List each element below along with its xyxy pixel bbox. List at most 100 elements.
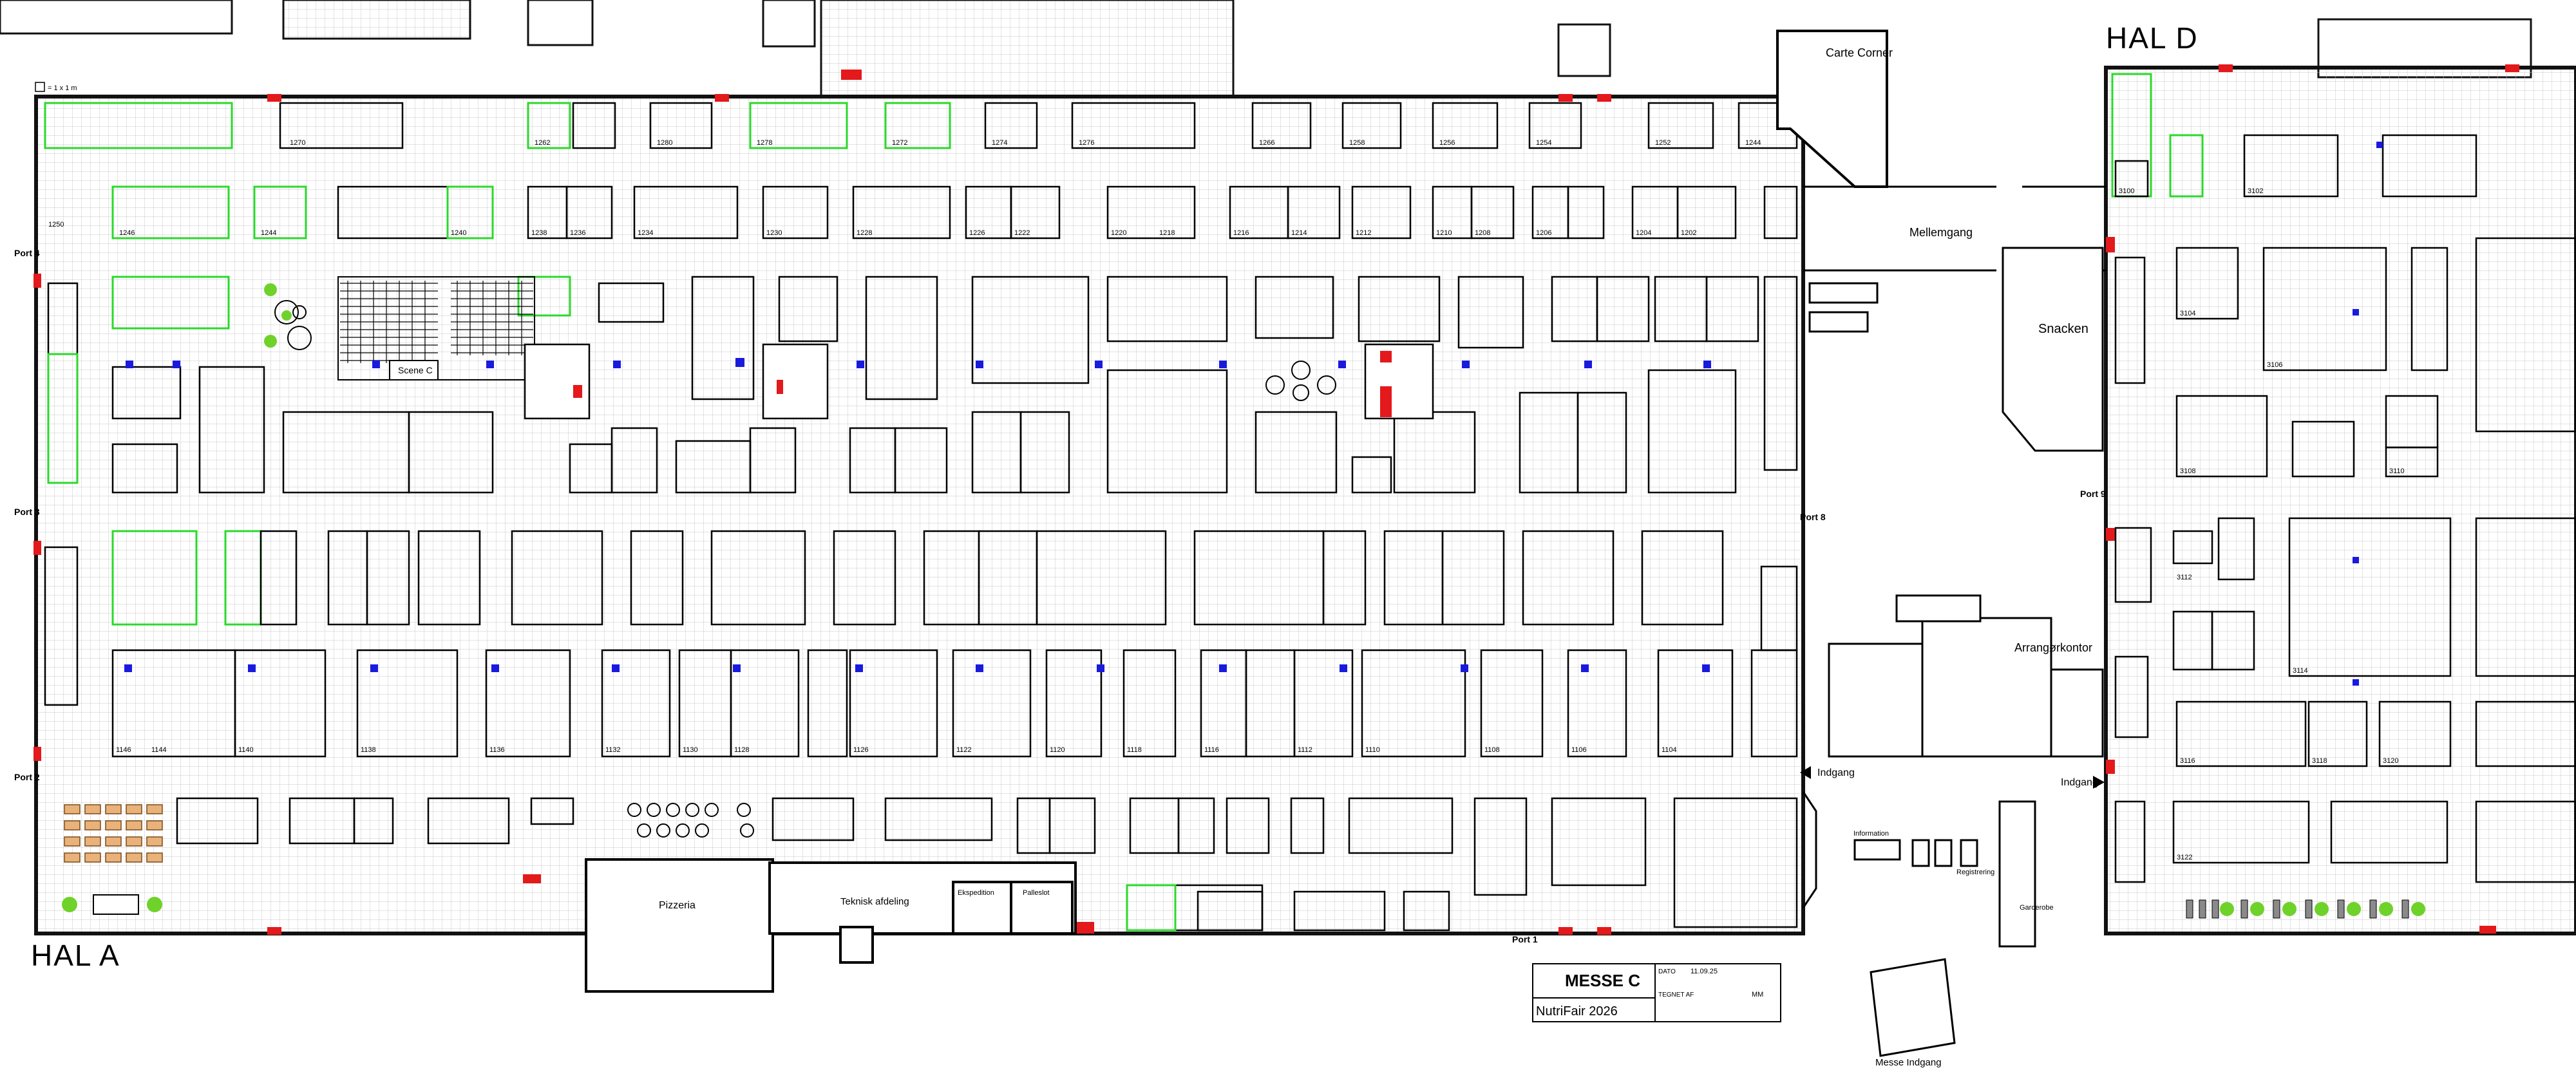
ekspedition-label: Ekspedition bbox=[958, 889, 994, 897]
port-2-label: Port 2 bbox=[14, 772, 40, 782]
booth-row-6 bbox=[176, 797, 1798, 932]
booth-number: 1120 bbox=[1050, 746, 1065, 754]
date-value: 11.09.25 bbox=[1690, 968, 1718, 975]
mellemgang-label: Mellemgang bbox=[1909, 226, 1973, 239]
booth-row-top bbox=[44, 102, 1798, 149]
booth-number: 1106 bbox=[1571, 746, 1587, 754]
booth-number: 3106 bbox=[2267, 361, 2282, 369]
booth-number: 1202 bbox=[1681, 229, 1696, 237]
booth-number: 1274 bbox=[992, 139, 1007, 147]
scale-legend-label: = 1 x 1 m bbox=[48, 84, 77, 92]
booth-row-4 bbox=[44, 530, 1798, 706]
information-label: Information bbox=[1853, 830, 1889, 838]
booth-number: 3102 bbox=[2248, 187, 2263, 195]
booth-number: 1272 bbox=[892, 139, 907, 147]
booth-number-labels: 1250 1270 1262 1280 1278 1272 1274 1276 … bbox=[48, 139, 2405, 861]
arrangorkontor-label: Arrangørkontor bbox=[2014, 641, 2092, 654]
booth-number: 1258 bbox=[1349, 139, 1365, 147]
booth-row-3 bbox=[47, 276, 1798, 494]
booth-number: 1140 bbox=[238, 746, 254, 754]
port-1-label: Port 1 bbox=[1512, 934, 1538, 944]
booth-number: 1118 bbox=[1127, 746, 1142, 754]
scene-area: Scene C bbox=[337, 276, 535, 380]
booth-number: 3122 bbox=[2177, 854, 2192, 861]
pizzeria-label: Pizzeria bbox=[659, 900, 696, 911]
booth-number: 1104 bbox=[1662, 746, 1677, 754]
snacken-label: Snacken bbox=[2038, 322, 2088, 336]
booth-number: 1254 bbox=[1536, 139, 1551, 147]
booth-row-2 bbox=[111, 185, 1798, 239]
booth-number: 1278 bbox=[757, 139, 772, 147]
carte-corner-label: Carte Corner bbox=[1826, 46, 1893, 59]
indgang-right-arrow bbox=[2093, 776, 2105, 789]
booth-number: 1110 bbox=[1365, 746, 1380, 754]
booth-number: 1276 bbox=[1079, 139, 1094, 147]
booth-number: 1222 bbox=[1014, 229, 1030, 237]
booth-number: 3118 bbox=[2312, 757, 2327, 765]
booth-number: 1280 bbox=[657, 139, 672, 147]
booth-number: 1132 bbox=[605, 746, 621, 754]
plants bbox=[62, 283, 2425, 916]
date-label: DATO bbox=[1658, 968, 1676, 975]
port-labels: Port 4 Port 3 Port 2 Port 8 Port 9 Port … bbox=[14, 248, 2106, 944]
booth-number: 1244 bbox=[261, 229, 276, 237]
hall-a-floor bbox=[34, 95, 1805, 935]
port-3-label: Port 3 bbox=[14, 507, 40, 517]
booth-number: 1128 bbox=[734, 746, 750, 754]
booth-number: 1226 bbox=[969, 229, 985, 237]
booth-number: 1208 bbox=[1475, 229, 1490, 237]
arrangor-building bbox=[1828, 594, 2104, 758]
booth-number: 3120 bbox=[2383, 757, 2398, 765]
booth-number: 1138 bbox=[361, 746, 376, 754]
booth-number: 3116 bbox=[2180, 757, 2195, 765]
booth-number: 1238 bbox=[531, 229, 547, 237]
hall-a-title: HAL A bbox=[31, 939, 120, 972]
booth-number: 3108 bbox=[2180, 467, 2195, 475]
seating-left bbox=[64, 804, 163, 863]
registrering-label: Registrering bbox=[1956, 868, 1994, 876]
booth-number: 1246 bbox=[119, 229, 135, 237]
messe-indgang-label: Messe Indgang bbox=[1875, 1057, 1942, 1068]
booth-number: 1220 bbox=[1111, 229, 1126, 237]
doors bbox=[33, 64, 2519, 935]
booth-row-5 bbox=[111, 649, 1798, 758]
booth-number: 1112 bbox=[1298, 746, 1312, 754]
furniture bbox=[274, 300, 1336, 838]
indgang-right-label: Indgang bbox=[2061, 777, 2098, 788]
palleslot-label: Palleslot bbox=[1023, 889, 1050, 897]
hall-d-title: HAL D bbox=[2106, 21, 2199, 55]
teknisk-label: Teknisk afdeling bbox=[840, 896, 909, 907]
booth-number: 1210 bbox=[1436, 229, 1452, 237]
hall-d-floor bbox=[2104, 66, 2576, 935]
mellemgang-corridor bbox=[1803, 185, 2106, 272]
booth-number: 1230 bbox=[766, 229, 782, 237]
entrance-area bbox=[1802, 791, 2036, 1057]
drawn-value: MM bbox=[1752, 991, 1763, 999]
indgang-left-arrow bbox=[1800, 766, 1811, 779]
booth-number: 1256 bbox=[1439, 139, 1455, 147]
booth-number: 3104 bbox=[2180, 310, 2195, 317]
title-block bbox=[1532, 963, 1781, 1022]
logo-text: MESSE C bbox=[1565, 971, 1640, 990]
booth-number: 3112 bbox=[2177, 574, 2192, 581]
info-pods bbox=[524, 343, 1434, 420]
pizzeria-building bbox=[585, 858, 1077, 993]
drawn-label: TEGNET AF bbox=[1658, 991, 1694, 999]
booth-number: 1234 bbox=[638, 229, 653, 237]
info-pod-doors bbox=[573, 351, 1392, 417]
stage-small bbox=[93, 894, 139, 915]
booth-number: 1122 bbox=[956, 746, 972, 754]
booth-number: 1136 bbox=[489, 746, 505, 754]
booth-number: 1212 bbox=[1356, 229, 1371, 237]
booth-number: 1130 bbox=[683, 746, 698, 754]
booth-number: 1116 bbox=[1204, 746, 1219, 754]
booth-number: 3110 bbox=[2389, 467, 2405, 475]
booth-number: 1240 bbox=[451, 229, 466, 237]
booth-number: 1126 bbox=[853, 746, 869, 754]
booth-number: 1218 bbox=[1159, 229, 1175, 237]
port-4-label: Port 4 bbox=[14, 248, 40, 258]
top-structures bbox=[0, 0, 2532, 98]
hall-d-booths bbox=[2111, 73, 2576, 883]
booth-number: 1262 bbox=[535, 139, 550, 147]
